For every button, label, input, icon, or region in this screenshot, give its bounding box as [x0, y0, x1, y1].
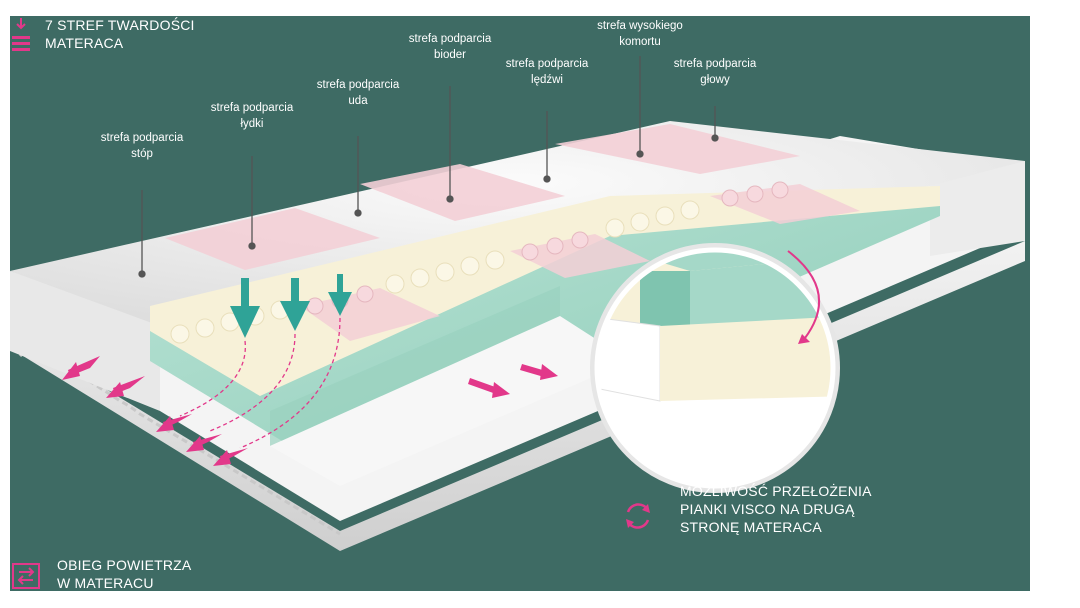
- zone-label-ledzwi: strefa podparcia lędźwi: [505, 58, 589, 86]
- airflow-icon: [12, 563, 40, 589]
- zone-label-bioder: strefa podparcia bioder: [408, 33, 492, 61]
- legend-airflow-title: OBIEG POWIETRZA W MATERACU: [57, 557, 192, 591]
- zone-label-uda: strefa podparcia uda: [316, 79, 400, 107]
- magnifier-lens: [590, 243, 840, 493]
- airflow-arrows: [62, 356, 558, 466]
- pressure-arrows: [230, 274, 352, 338]
- zone-label-komfort: strefa wysokiego komortu: [597, 20, 683, 48]
- zone-pink-cover-1: [165, 208, 380, 270]
- reverse-icon: [626, 503, 650, 529]
- zones-icon: [12, 18, 30, 51]
- zone-pink-cover-2: [360, 164, 565, 221]
- mattress-illustration: [10, 56, 1025, 551]
- zone-label-glowy: strefa podparcia głowy: [673, 58, 757, 86]
- infographic-panel: strefa podparcia stóp strefa podparcia ł…: [10, 16, 1030, 591]
- legend-zones-title: 7 STREF TWARDOŚCI MATERACA: [45, 17, 195, 51]
- zone-pink-cover-3: [555, 124, 800, 174]
- legend-reversible-title: MOŻLIWOŚĆ PRZEŁOŻENIA PIANKI VISCO NA DR…: [680, 483, 872, 535]
- zone-leaders: [138, 56, 719, 278]
- zone-label-lydki: strefa podparcia łydki: [210, 102, 294, 130]
- zone-label-stop: strefa podparcia stóp: [100, 132, 184, 160]
- visco-layer: [150, 186, 940, 396]
